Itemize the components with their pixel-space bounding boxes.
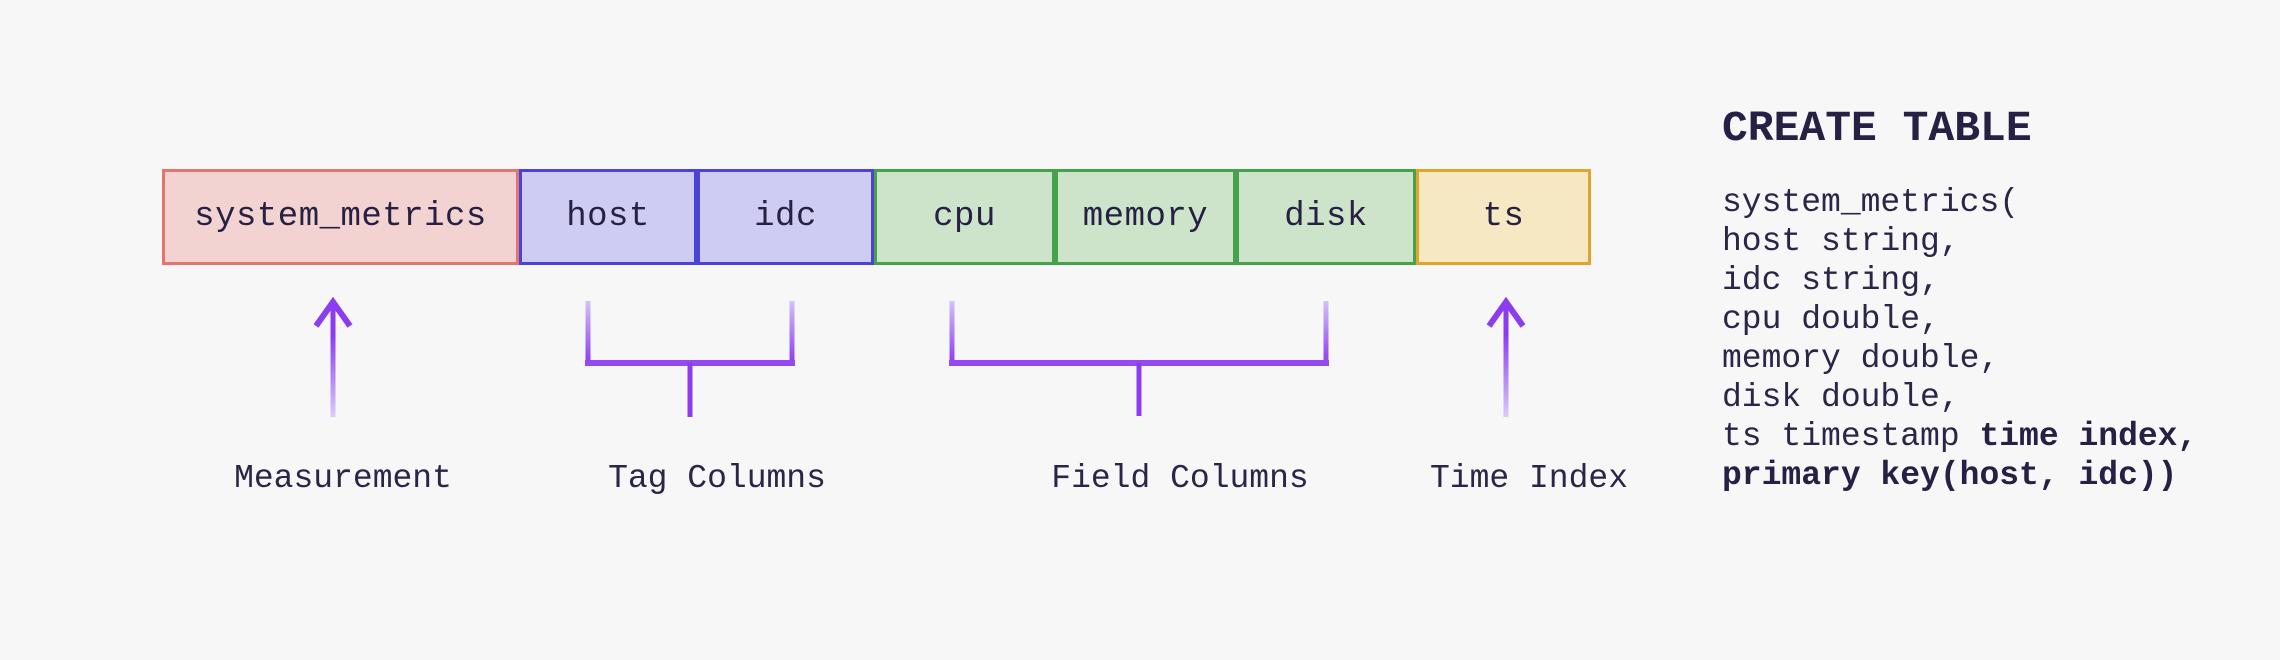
box-label: cpu [933,198,996,236]
sql-text: system_metrics( [1722,184,2020,221]
label-field-columns: Field Columns [1051,460,1309,497]
time-index-up-arrow-icon [1486,296,1526,417]
sql-line-disk: disk double, [1722,378,2197,417]
box-disk: disk [1236,169,1416,265]
sql-text: memory double, [1722,340,2000,377]
box-label: host [566,198,650,236]
sql-heading: CREATE TABLE [1722,104,2032,153]
box-label: ts [1482,198,1525,236]
sql-line-ts: ts timestamp time index, [1722,417,2197,456]
box-cpu: cpu [874,169,1055,265]
sql-line-idc: idc string, [1722,261,2197,300]
sql-body: system_metrics( host string, idc string,… [1722,183,2197,495]
box-ts: ts [1416,169,1591,265]
sql-snippet: CREATE TABLE system_metrics( host string… [1722,103,2197,495]
sql-text: ts timestamp [1722,418,1980,455]
box-host: host [519,169,697,265]
box-label: idc [754,198,817,236]
table-structure-bar: system_metrics host idc cpu memory disk … [162,169,1591,265]
label-measurement: Measurement [234,460,452,497]
sql-line-host: host string, [1722,222,2197,261]
sql-text: host string, [1722,223,1960,260]
sql-text: disk double, [1722,379,1960,416]
sql-text: idc string, [1722,262,1940,299]
box-system-metrics: system_metrics [162,169,519,265]
field-columns-bracket-icon [949,301,1329,416]
sql-text-bold: time index, [1979,418,2198,455]
label-time-index: Time Index [1429,460,1629,497]
measurement-up-arrow-icon [313,296,353,417]
box-idc: idc [697,169,874,265]
box-memory: memory [1055,169,1236,265]
label-tag-columns: Tag Columns [608,460,826,497]
tag-columns-bracket-icon [585,301,795,417]
sql-text: cpu double, [1722,301,1940,338]
sql-line-table-name: system_metrics( [1722,183,2197,222]
box-label: disk [1284,198,1368,236]
sql-line-primary-key: primary key(host, idc)) [1722,456,2197,495]
box-label: memory [1082,198,1209,236]
sql-line-memory: memory double, [1722,339,2197,378]
box-label: system_metrics [194,198,487,236]
sql-line-cpu: cpu double, [1722,300,2197,339]
sql-text-bold: primary key(host, idc)) [1722,457,2178,494]
